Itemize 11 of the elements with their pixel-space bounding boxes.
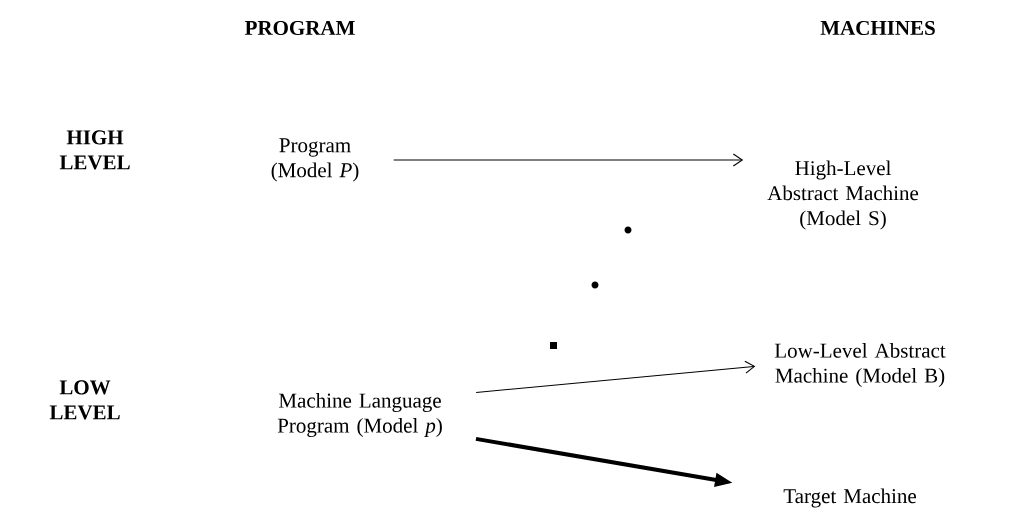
arrow [475, 360, 756, 393]
arrow [393, 153, 744, 167]
column-heading: PROGRAM [244, 20, 355, 36]
machine-label: Program (Model P) [271, 138, 359, 182]
column-heading: LOW LEVEL [49, 380, 120, 420]
machine-label: Target Machine [783, 488, 916, 508]
column-heading: HIGH LEVEL [59, 130, 130, 170]
machine-label: Machine Language Program (Model p) [277, 392, 442, 438]
machine-label: Low-Level Abstract Machine (Model B) [774, 342, 946, 387]
column-heading: MACHINES [820, 20, 935, 36]
machine-label: High-Level Abstract Machine (Model S) [767, 160, 919, 230]
